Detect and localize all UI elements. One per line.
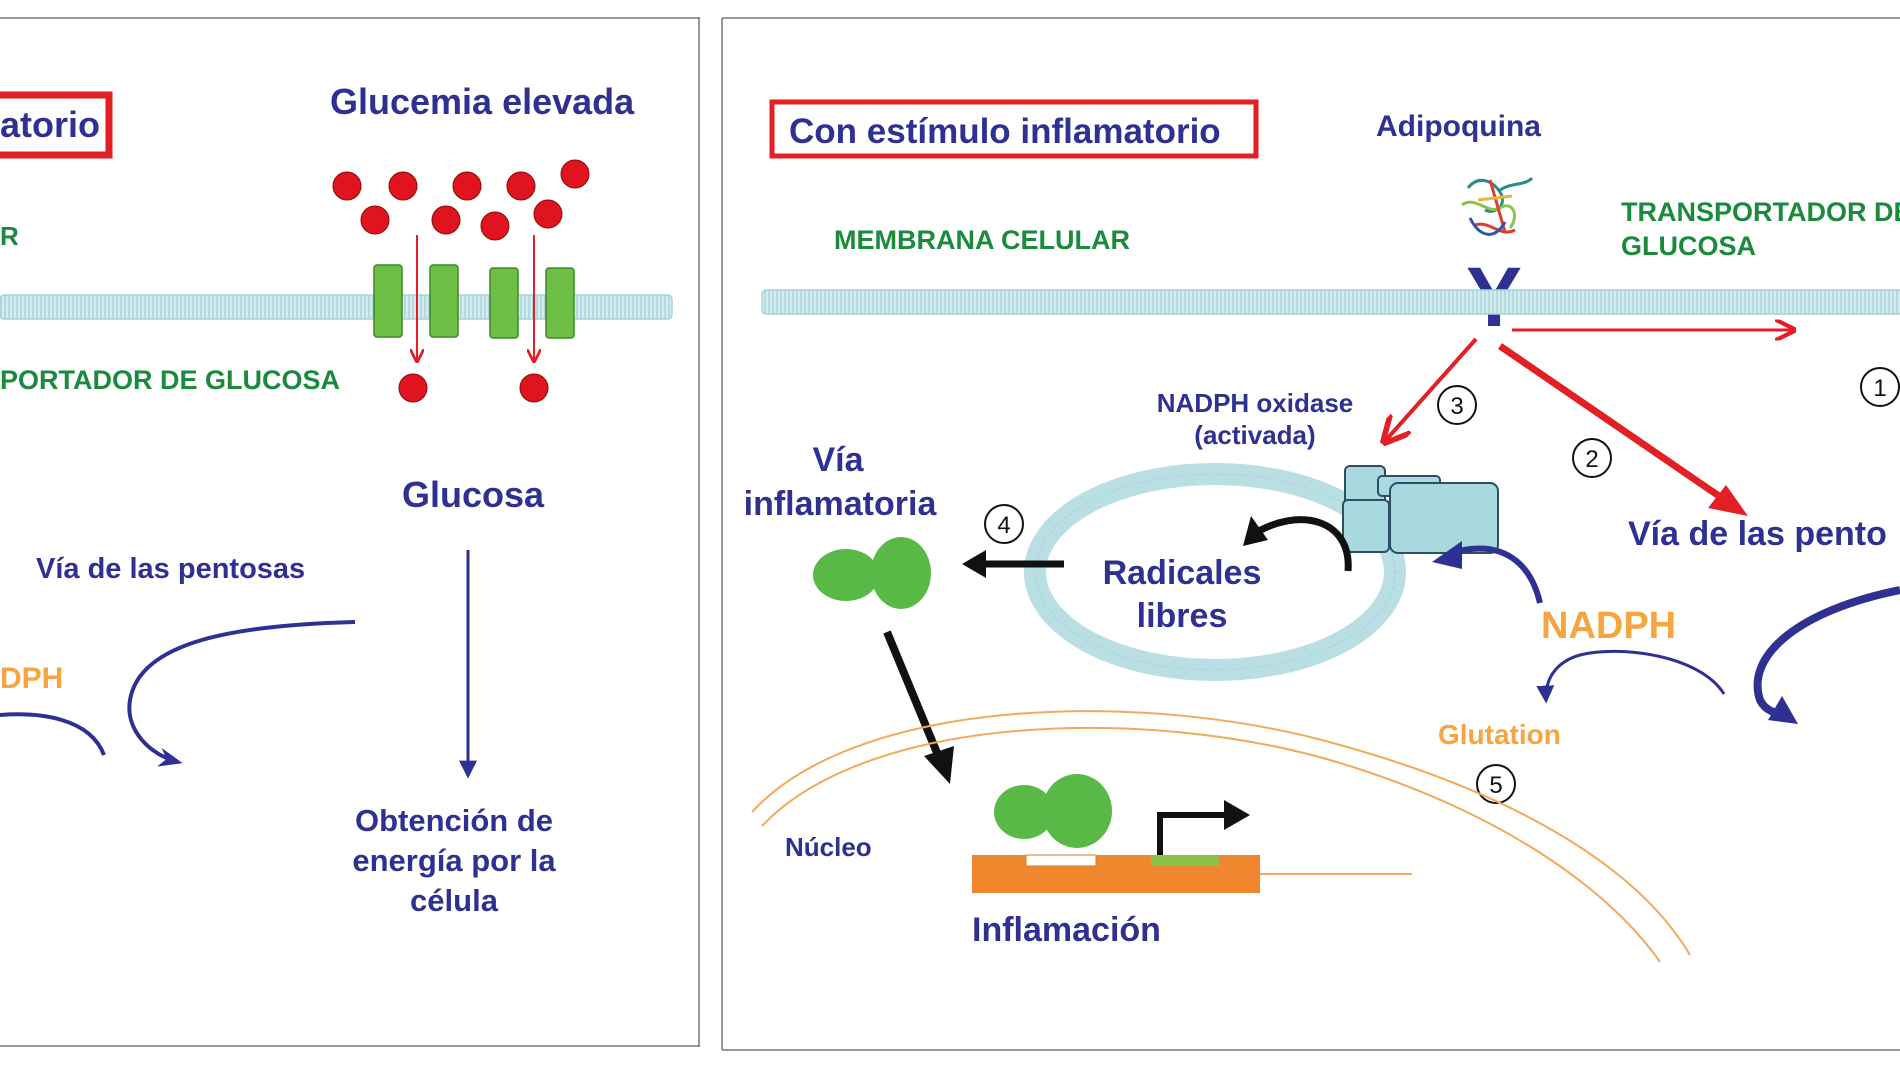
pentose-to-nadph-arrow-head: [1768, 696, 1798, 724]
nucleus-label: Núcleo: [785, 832, 872, 862]
svg-text:Vía: Vía: [812, 441, 864, 479]
svg-text:libres: libres: [1137, 597, 1228, 635]
nadph-to-oxidase-arrow: [1454, 545, 1543, 604]
step-marker-3: 3: [1437, 385, 1477, 425]
nadph-oxidase-enzyme: [1342, 465, 1499, 554]
right-pentose-label: Vía de las pento: [1628, 515, 1887, 553]
left-title-box: [0, 91, 113, 159]
left-pentose-label: Vía de las pentosas: [36, 553, 305, 585]
nadph-label: NADPH: [1541, 605, 1676, 647]
adipokine-protein-icon: [1461, 176, 1534, 236]
step-marker-5: 5: [1476, 764, 1516, 804]
vesicle-membrane-texture: [1034, 473, 1396, 671]
svg-text:4: 4: [997, 512, 1010, 539]
left-membrane-label: R: [0, 221, 19, 251]
svg-text:5: 5: [1489, 772, 1502, 799]
left-panel: atorio R Glucemia elevada: [0, 81, 673, 918]
adipokine-label: Adipoquina: [1376, 110, 1541, 143]
step-marker-4: 4: [984, 504, 1024, 544]
pathway-to-nucleus-arrow: [883, 630, 944, 762]
right-title-box: [769, 99, 1259, 159]
glycemia-label: Glucemia elevada: [330, 81, 635, 122]
right-panel: Con estímulo inflamatorio Adipoquina Y M…: [744, 99, 1900, 963]
glucose-label: Glucosa: [402, 474, 545, 515]
transcription-factor-protein: [994, 774, 1112, 848]
radicals-production-arrow: [1250, 516, 1352, 572]
nucleus-membrane-inner: [761, 726, 1661, 963]
radicals-production-arrow-head: [1243, 516, 1268, 546]
pentose-arrow-head: [1708, 485, 1748, 516]
pentose-curve-arrow: [127, 620, 356, 767]
nadph-oxidase-arrow: [1386, 337, 1478, 440]
svg-text:inflamatoria: inflamatoria: [744, 485, 938, 523]
energy-label: Obtención de energía por la célula: [352, 803, 556, 918]
left-nadph-label: DPH: [0, 662, 63, 695]
pathway-to-nucleus-arrow-head: [924, 746, 954, 784]
left-panel-frame: [0, 17, 700, 1047]
transcription-start-arrow-head: [1224, 800, 1250, 830]
svg-text:TRANSPORTADOR DE: TRANSPORTADOR DE: [1621, 197, 1900, 227]
transcription-start-arrow: [1157, 812, 1240, 855]
right-transporter-label: TRANSPORTADOR DE GLUCOSA: [1621, 197, 1900, 261]
nadph-oxidase-label: NADPH oxidase (activada): [1157, 388, 1354, 450]
nadph-to-glutathione-arrow: [1536, 649, 1726, 704]
right-title: Con estímulo inflamatorio: [789, 112, 1221, 151]
glucose-transporters: [373, 264, 575, 339]
left-transporter-label: PORTADOR DE GLUCOSA: [0, 365, 340, 395]
right-membrane-label: MEMBRANA CELULAR: [834, 225, 1130, 255]
inflammatory-path-label: Vía inflamatoria: [744, 441, 938, 523]
dna-binding-site: [1025, 854, 1097, 867]
svg-text:1: 1: [1873, 375, 1886, 402]
right-panel-frame: [721, 17, 1900, 1051]
inflammatory-factor-protein: [813, 537, 931, 609]
nucleus-membrane-outer: [751, 710, 1691, 956]
svg-text:GLUCOSA: GLUCOSA: [1621, 231, 1756, 261]
svg-text:NADPH oxidase: NADPH oxidase: [1157, 388, 1354, 418]
svg-text:Radicales: Radicales: [1103, 554, 1262, 592]
svg-text:(activada): (activada): [1194, 420, 1315, 450]
right-cell-membrane: [761, 289, 1900, 315]
dna-gene-region: [1151, 855, 1219, 866]
nadph-to-oxidase-arrow-head: [1432, 541, 1462, 569]
svg-text:Obtención de: Obtención de: [355, 803, 553, 838]
svg-text:célula: célula: [410, 883, 499, 918]
svg-text:2: 2: [1585, 446, 1598, 473]
glutathione-label: Glutation: [1438, 719, 1561, 750]
pentose-to-nadph-arrow: [1753, 586, 1900, 717]
free-radicals-label: Radicales libres: [1103, 554, 1262, 635]
glucose-molecules-outside: [332, 159, 590, 241]
step-marker-2: 2: [1572, 438, 1612, 478]
inflammation-label: Inflamación: [972, 911, 1161, 949]
svg-text:energía por la: energía por la: [352, 843, 556, 878]
step-marker-1: 1: [1860, 367, 1900, 407]
glucose-molecules-inside: [398, 373, 549, 403]
pentose-arrow: [1498, 343, 1737, 510]
svg-text:3: 3: [1450, 393, 1463, 420]
left-title: atorio: [0, 104, 100, 145]
nadph-curve: [0, 712, 106, 756]
radicals-to-pathway-arrow-head: [962, 550, 986, 578]
